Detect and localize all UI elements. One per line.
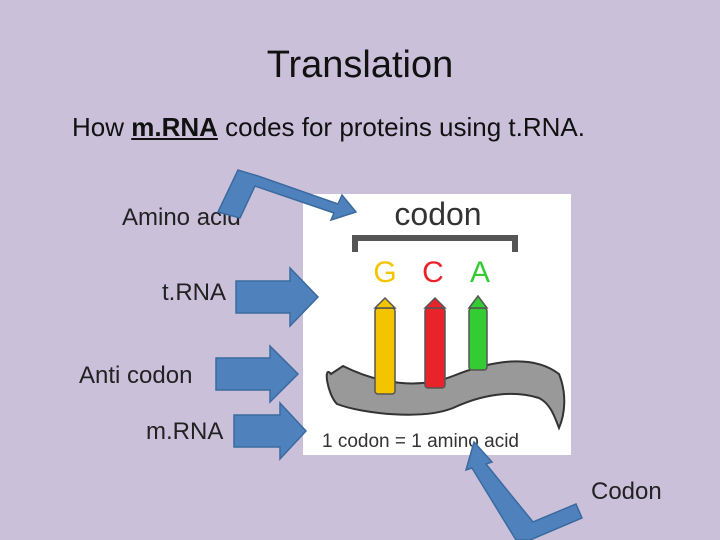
trna-yellow: [373, 296, 397, 395]
codon-caption: 1 codon = 1 amino acid: [322, 431, 519, 452]
subtitle-emphasis: m.RNA: [131, 112, 218, 142]
mrna-strand: [325, 360, 566, 431]
trna-red: [423, 296, 447, 389]
arrow-codon: [464, 440, 583, 540]
label-anticodon: Anti codon: [79, 362, 193, 389]
codon-bracket: [352, 235, 518, 252]
codon-header: codon: [394, 196, 481, 232]
codon-diagram: codon G C A 1 codon = 1 amino acid: [303, 194, 571, 455]
base-g: G: [373, 256, 396, 289]
trna-green: [467, 294, 489, 371]
label-codon: Codon: [591, 478, 662, 505]
label-trna: t.RNA: [162, 279, 227, 306]
slide-title: Translation: [266, 44, 454, 86]
slide-subtitle: How m.RNA codes for proteins using t.RNA…: [72, 112, 585, 143]
label-mrna: m.RNA: [146, 418, 224, 445]
arrow-mrna: [233, 401, 308, 461]
arrow-trna: [235, 266, 320, 328]
subtitle-text-post: codes for proteins using t.RNA.: [217, 112, 585, 142]
base-a: A: [470, 256, 490, 289]
subtitle-text-pre: How: [72, 112, 132, 142]
arrow-amino-acid: [216, 169, 358, 222]
arrow-anticodon: [215, 344, 300, 404]
base-c: C: [422, 256, 444, 289]
codon-diagram-graphic: codon G C A: [325, 196, 566, 431]
